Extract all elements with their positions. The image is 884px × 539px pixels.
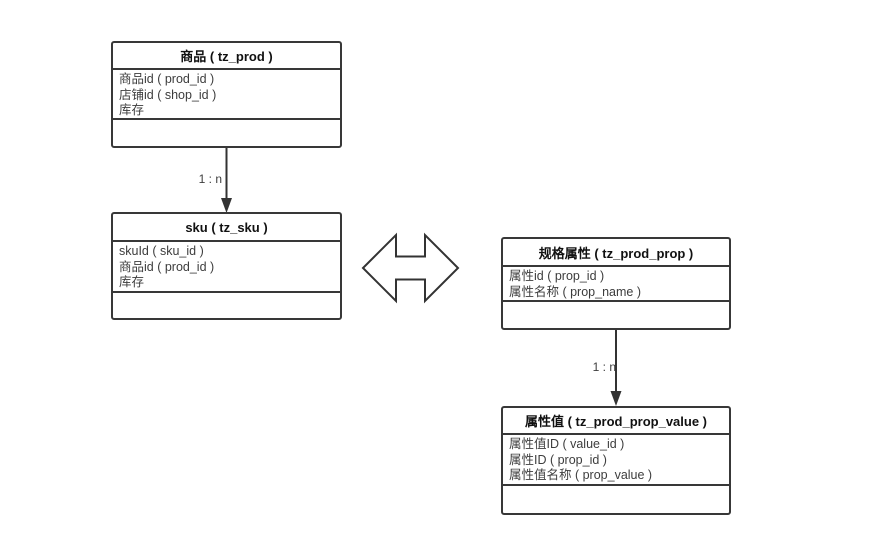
connector-prod-to-sku [221,148,232,213]
field-stock: 库存 [119,103,145,117]
connector-label-prod-sku: 1 : n [198,172,222,186]
field-prop-id: 属性id ( prop_id ) [509,269,605,283]
entity-sku-fields: skuId ( sku_id ) 商品id ( prod_id ) 库存 [113,242,340,293]
entity-prod-prop-empty-section [503,302,729,328]
field-prod-id: 商品id ( prod_id ) [119,72,215,86]
entity-prod-fields: 商品id ( prod_id ) 店铺id ( shop_id ) 库存 [113,70,340,120]
entity-sku-empty-section [113,293,340,318]
entity-sku: sku ( tz_sku ) skuId ( sku_id ) 商品id ( p… [111,212,342,320]
field-shop-id: 店铺id ( shop_id ) [119,87,217,102]
entity-prod: 商品 ( tz_prod ) 商品id ( prod_id ) 店铺id ( s… [111,41,342,148]
entity-prod-prop: 规格属性 ( tz_prod_prop ) 属性id ( prop_id ) 属… [501,237,731,330]
field-value-id: 属性值ID ( value_id ) [509,437,625,451]
connector-label-prop-propvalue: 1 : n [592,360,616,374]
field-stock: 库存 [119,275,145,289]
field-prop-value: 属性值名称 ( prop_value ) [509,468,653,482]
entity-prod-prop-title: 规格属性 ( tz_prod_prop ) [503,239,729,267]
entity-prod-title: 商品 ( tz_prod ) [113,43,340,70]
entity-prod-prop-value: 属性值 ( tz_prod_prop_value ) 属性值ID ( value… [501,406,731,515]
entity-prod-prop-value-fields: 属性值ID ( value_id ) 属性ID ( prop_id ) 属性值名… [503,435,729,486]
entity-sku-title: sku ( tz_sku ) [113,214,340,242]
field-prod-id: 商品id ( prod_id ) [119,259,215,274]
arrowhead-down-icon [610,391,622,406]
field-prop-id: 属性ID ( prop_id ) [509,452,607,467]
double-arrow-icon [361,232,460,304]
field-prop-name: 属性名称 ( prop_name ) [509,284,641,299]
entity-prod-prop-value-empty-section [503,486,729,513]
entity-prod-empty-section [113,120,340,146]
entity-prod-prop-value-title: 属性值 ( tz_prod_prop_value ) [503,408,729,435]
arrowhead-down-icon [221,198,232,213]
entity-prod-prop-fields: 属性id ( prop_id ) 属性名称 ( prop_name ) [503,267,729,302]
field-sku-id: skuId ( sku_id ) [119,244,204,258]
